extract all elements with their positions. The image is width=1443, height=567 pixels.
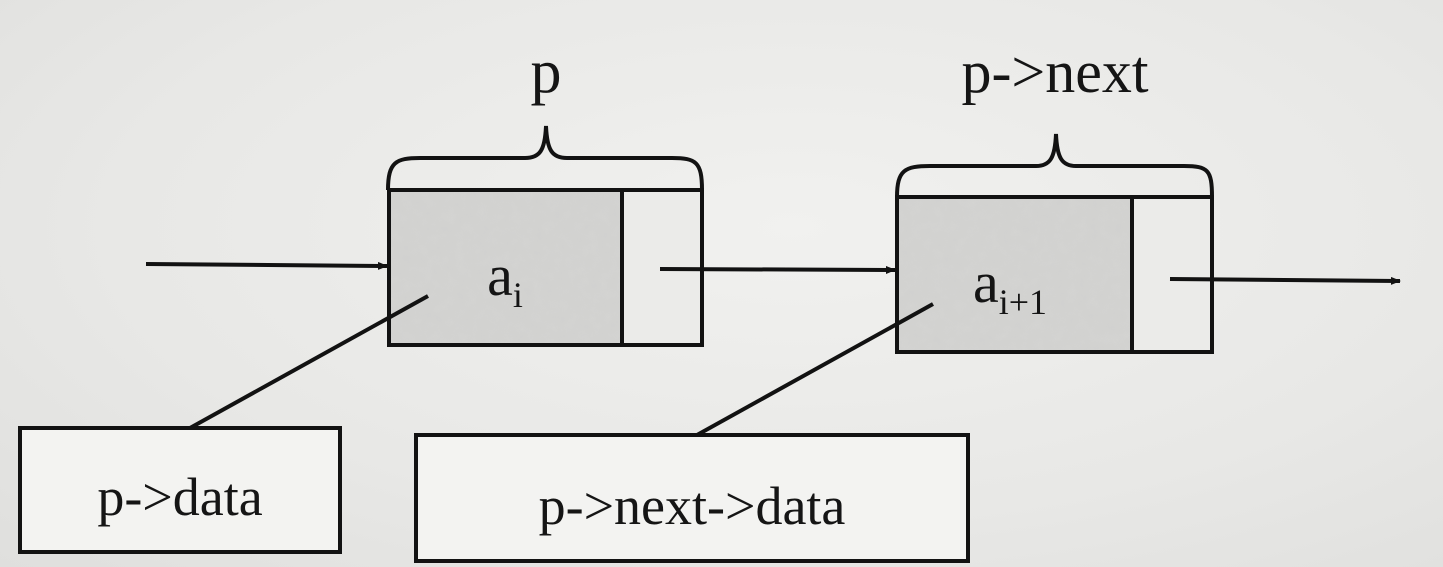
node-2-next-field <box>1132 197 1212 352</box>
callout-p-next-data: p->next->data <box>414 433 970 563</box>
node-1-value: ai <box>487 243 523 315</box>
list-node-2: ai+1 <box>895 195 1214 354</box>
pointer-label-p: p <box>531 38 562 106</box>
node-2-next-arrow <box>1169 276 1401 285</box>
brace-p-next <box>895 133 1214 198</box>
node-2-value-base: a <box>973 250 999 315</box>
pointer-label-p-next: p->next <box>961 39 1148 105</box>
node-2-value-subscript: i+1 <box>999 282 1047 322</box>
node-1-value-subscript: i <box>513 275 523 315</box>
incoming-arrow <box>145 261 388 270</box>
p-data-leader-line <box>189 294 429 430</box>
callout-p-data-text: p->data <box>97 467 262 527</box>
list-node-1: ai <box>387 188 704 347</box>
callout-p-next-data-text: p->next->data <box>539 476 846 536</box>
p-next-data-leader-line <box>696 302 934 437</box>
callout-p-data: p->data <box>18 426 342 554</box>
brace-p <box>386 125 704 191</box>
node-1-next-arrow <box>659 265 896 274</box>
node-2-value: ai+1 <box>973 250 1047 322</box>
node-1-value-base: a <box>487 243 513 308</box>
